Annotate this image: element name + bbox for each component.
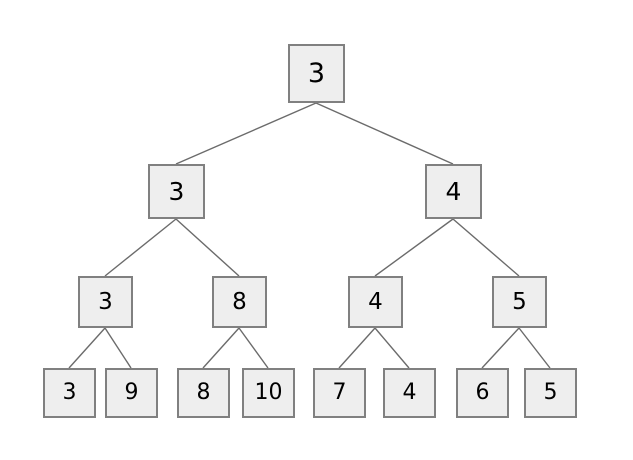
tree-leaf-node[interactable]: 9 bbox=[105, 368, 158, 418]
tree-edge bbox=[338, 327, 376, 369]
node-value-label: 5 bbox=[512, 288, 527, 315]
tree-root-node[interactable]: 3 bbox=[288, 44, 345, 103]
node-value-label: 4 bbox=[402, 380, 417, 405]
tree-leaf-node[interactable]: 6 bbox=[456, 368, 509, 418]
tree-leaf-node[interactable]: 3 bbox=[43, 368, 96, 418]
tree-leaf-node[interactable]: 10 bbox=[242, 368, 295, 418]
tree-node[interactable]: 5 bbox=[492, 276, 547, 328]
tree-edge bbox=[452, 218, 520, 277]
tree-edge bbox=[481, 327, 520, 369]
node-value-label: 3 bbox=[62, 380, 77, 405]
tree-edge bbox=[238, 327, 269, 369]
tree-edge bbox=[104, 218, 177, 277]
tree-edge bbox=[175, 218, 240, 277]
tree-edge bbox=[518, 327, 551, 369]
tree-node[interactable]: 4 bbox=[348, 276, 403, 328]
tree-edge bbox=[374, 218, 454, 277]
node-value-label: 4 bbox=[368, 288, 383, 315]
node-value-label: 8 bbox=[196, 380, 211, 405]
tree-node[interactable]: 3 bbox=[148, 164, 205, 219]
node-value-label: 3 bbox=[98, 288, 113, 315]
tree-leaf-node[interactable]: 7 bbox=[313, 368, 366, 418]
tree-node[interactable]: 8 bbox=[212, 276, 267, 328]
tree-leaf-node[interactable]: 8 bbox=[177, 368, 230, 418]
node-value-label: 7 bbox=[332, 380, 347, 405]
tree-node[interactable]: 3 bbox=[78, 276, 133, 328]
node-value-label: 5 bbox=[543, 380, 558, 405]
tree-edge bbox=[202, 327, 240, 369]
node-value-label: 3 bbox=[307, 58, 326, 89]
node-value-label: 6 bbox=[475, 380, 490, 405]
node-value-label: 10 bbox=[254, 380, 283, 405]
tree-edge bbox=[315, 102, 454, 165]
node-value-label: 4 bbox=[445, 177, 462, 206]
tree-leaf-node[interactable]: 5 bbox=[524, 368, 577, 418]
tree-edge bbox=[104, 327, 132, 369]
node-value-label: 8 bbox=[232, 288, 247, 315]
tree-edge bbox=[175, 102, 317, 165]
tree-edge bbox=[374, 327, 410, 369]
node-value-label: 9 bbox=[124, 380, 139, 405]
tree-edge bbox=[68, 327, 106, 369]
node-value-label: 3 bbox=[168, 177, 185, 206]
tree-node[interactable]: 4 bbox=[425, 164, 482, 219]
tree-leaf-node[interactable]: 4 bbox=[383, 368, 436, 418]
